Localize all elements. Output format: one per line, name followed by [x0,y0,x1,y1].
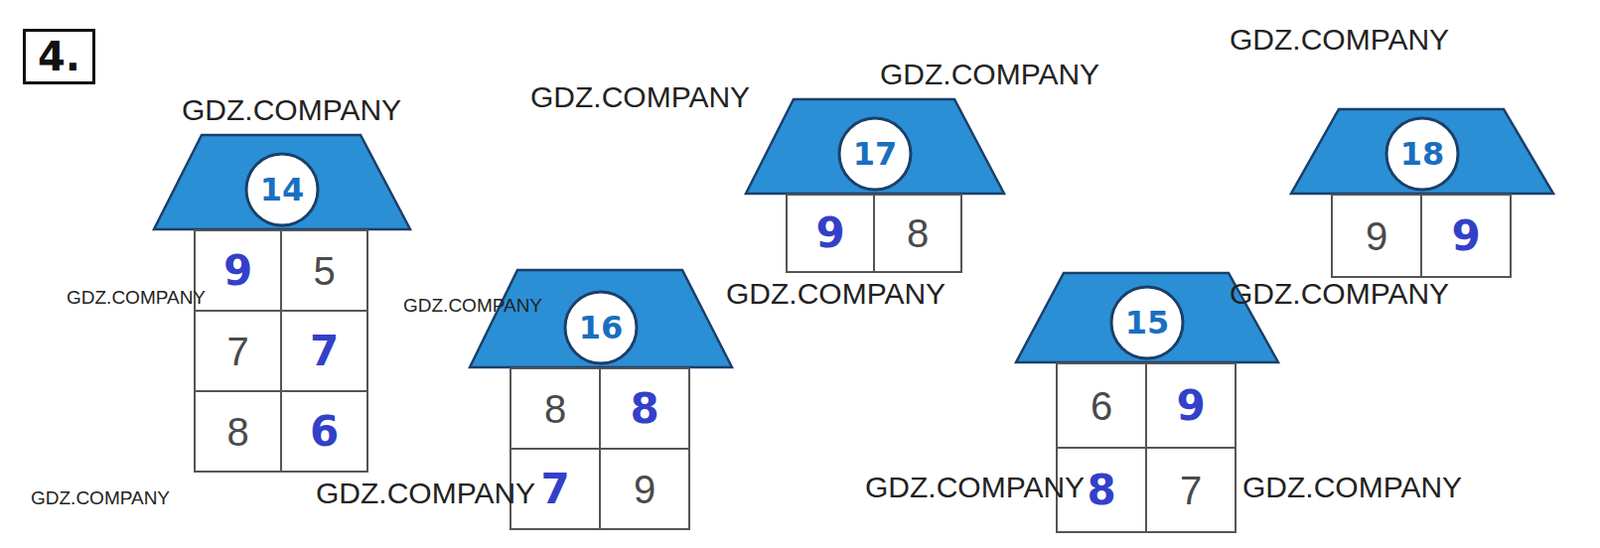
cell-number: 8 [544,389,567,430]
house-roof [469,270,732,368]
answer-number-cell: 7 [280,309,369,393]
printed-number-cell: 6 [1055,362,1148,449]
task-number-box: 4. [22,28,96,85]
cell-number: 6 [1090,386,1113,427]
cell-number: 9 [815,212,845,255]
watermark: GDZ.COMPANY [315,478,536,509]
cell-number: 9 [633,469,656,510]
watermark: GDZ.COMPANY [30,488,170,508]
cell-number: 8 [226,412,249,452]
roof-sum-circle: 17 [837,116,913,192]
answer-number-cell: 9 [1420,193,1512,279]
cell-number: 9 [223,250,253,292]
cell-number: 8 [1086,469,1116,512]
answer-number-cell: 9 [193,229,283,312]
house-roof [153,135,411,230]
printed-number-cell: 7 [1145,446,1237,534]
cell-number: 6 [309,411,339,453]
printed-number-cell: 8 [509,367,601,450]
watermark: GDZ.COMPANY [879,59,1100,90]
sum-number: 14 [260,173,305,206]
printed-number-cell: 8 [193,390,283,473]
watermark: GDZ.COMPANY [66,288,206,307]
watermark: GDZ.COMPANY [530,82,750,113]
watermark: GDZ.COMPANY [181,95,402,126]
task-number: 4. [37,36,81,77]
house-roof [1291,109,1554,194]
cell-number: 9 [1365,216,1388,257]
cell-number: 7 [226,331,249,372]
roof-sum-circle: 18 [1384,116,1460,192]
cell-number: 5 [312,251,335,291]
cell-number: 7 [540,468,570,511]
cell-number: 8 [629,388,659,431]
roof-sum-circle: 16 [563,290,639,366]
watermark: GDZ.COMPANY [1242,472,1462,503]
sum-number: 18 [1400,138,1446,170]
watermark: GDZ.COMPANY [726,279,946,309]
house-roof [745,99,1005,194]
cell-number: 9 [1451,215,1480,258]
answer-number-cell: 6 [280,390,369,473]
roof-sum-circle: 14 [244,151,320,228]
sum-number: 15 [1125,306,1170,339]
cell-number: 7 [309,330,339,373]
cell-number: 8 [906,213,929,254]
answer-number-cell: 9 [1145,362,1237,449]
printed-number-cell: 9 [1330,193,1423,279]
watermark: GDZ.COMPANY [1229,279,1450,309]
printed-number-cell: 7 [193,309,283,393]
answer-number-cell: 9 [785,193,875,274]
printed-number-cell: 9 [598,447,691,531]
sum-number: 17 [853,138,898,170]
watermark: GDZ.COMPANY [1229,24,1450,55]
printed-number-cell: 5 [280,229,369,312]
sum-number: 16 [579,311,624,344]
roof-sum-circle: 15 [1109,285,1185,361]
watermark: GDZ.COMPANY [865,472,1085,503]
printed-number-cell: 8 [872,193,963,274]
answer-number-cell: 8 [598,367,691,450]
watermark: GDZ.COMPANY [403,295,543,315]
cell-number: 7 [1179,470,1202,511]
cell-number: 9 [1175,385,1205,428]
